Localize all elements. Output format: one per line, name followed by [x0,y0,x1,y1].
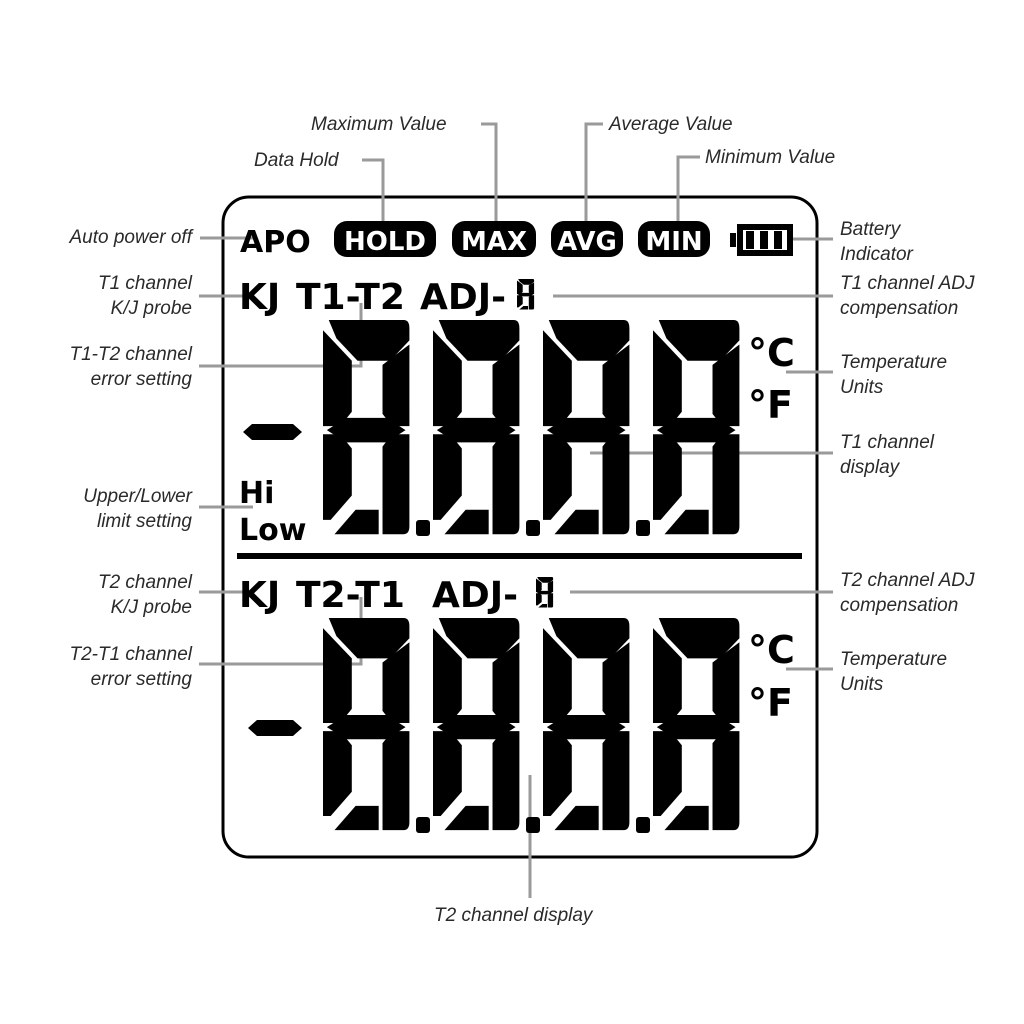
callout-data-hold: Data Hold [254,150,339,171]
min-indicator: MIN [638,221,710,257]
t1-adj-digit [517,279,535,310]
t2-probe-indicator: KJ [239,575,280,616]
t2-minus-sign [248,720,302,736]
callout-maximum-value: Maximum Value [311,114,447,135]
callout-t2-probe: T2 channel K/J probe [98,570,192,620]
callout-auto-power-off: Auto power off [69,227,192,248]
hold-indicator: HOLD [334,221,436,257]
callout-t2-t1-error-line1: T2-T1 channel [69,644,192,665]
max-indicator: MAX [452,221,536,257]
lcd-frame [221,195,819,859]
t1-adj-indicator: ADJ- [420,277,506,318]
callout-temp-units-1-line2: Units [840,377,884,398]
t2-adj-indicator: ADJ- [432,575,518,616]
callout-t1-probe-line1: T1 channel [97,273,192,294]
t2-celsius-indicator: °C [748,628,795,672]
svg-text:MAX: MAX [461,227,527,257]
callout-t1-probe-line2: K/J probe [110,298,192,319]
callout-battery-line2: Indicator [840,244,913,265]
callout-t2-adj-line2: compensation [840,595,959,616]
hi-indicator: Hi [239,476,274,511]
callout-battery-indicator: Battery Indicator [840,217,913,267]
callout-t2-adj-line1: T2 channel ADJ [840,570,975,591]
svg-text:AVG: AVG [557,227,617,257]
callout-t2-display: T2 channel display [434,905,593,926]
callout-t2-probe-line2: K/J probe [110,597,192,618]
callout-t2-t1-error-line2: error setting [90,669,192,690]
t2-display [248,618,740,833]
callout-temp-units-2-line2: Units [840,674,884,695]
callout-t2-t1-error: T2-T1 channel error setting [69,642,192,692]
t1-minus-sign [243,424,302,440]
svg-text:HOLD: HOLD [344,227,426,257]
callout-t2-probe-line1: T2 channel [97,572,192,593]
callout-t1-t2-error-line1: T1-T2 channel [69,344,192,365]
t2-adj-digit [536,577,554,608]
callout-temp-units-2-line1: Temperature [840,649,948,670]
callout-t1-display-line1: T1 channel [840,432,935,453]
callout-battery-line1: Battery [840,219,901,240]
t1-display [243,320,740,536]
channel-separator [237,553,802,559]
svg-text:MIN: MIN [645,227,702,257]
t1-fahrenheit-indicator: °F [748,383,793,427]
t2-fahrenheit-indicator: °F [748,681,793,725]
t1-t2-error-indicator: T1-T2 [296,277,405,318]
battery-full-icon [730,224,793,256]
callout-limit-line2: limit setting [96,511,192,532]
callout-minimum-value: Minimum Value [705,147,836,168]
callout-temp-units-1: Temperature Units [840,350,947,400]
callout-t1-t2-error-line2: error setting [90,369,192,390]
callout-temp-units-2: Temperature Units [840,647,947,697]
callout-average-value: Average Value [609,114,733,135]
t1-celsius-indicator: °C [748,331,795,375]
callout-t1-display: T1 channel display [840,430,934,480]
callout-upper-lower-limit: Upper/Lower limit setting [83,484,192,534]
apo-indicator: APO [240,225,311,260]
avg-indicator: AVG [551,221,623,257]
low-indicator: Low [239,513,306,548]
callout-temp-units-1-line1: Temperature [840,352,948,373]
callout-t1-t2-error: T1-T2 channel error setting [69,342,192,392]
t2-t1-error-indicator: T2-T1 [296,575,405,616]
callout-t2-adj: T2 channel ADJ compensation [840,568,974,618]
callout-t1-adj: T1 channel ADJ compensation [840,271,974,321]
callout-t1-probe: T1 channel K/J probe [98,271,192,321]
callout-limit-line1: Upper/Lower [83,486,192,507]
callout-t1-adj-line2: compensation [840,298,959,319]
callout-t1-adj-line1: T1 channel ADJ [840,273,975,294]
t1-probe-indicator: KJ [239,277,280,318]
callout-t1-display-line2: display [840,457,900,478]
